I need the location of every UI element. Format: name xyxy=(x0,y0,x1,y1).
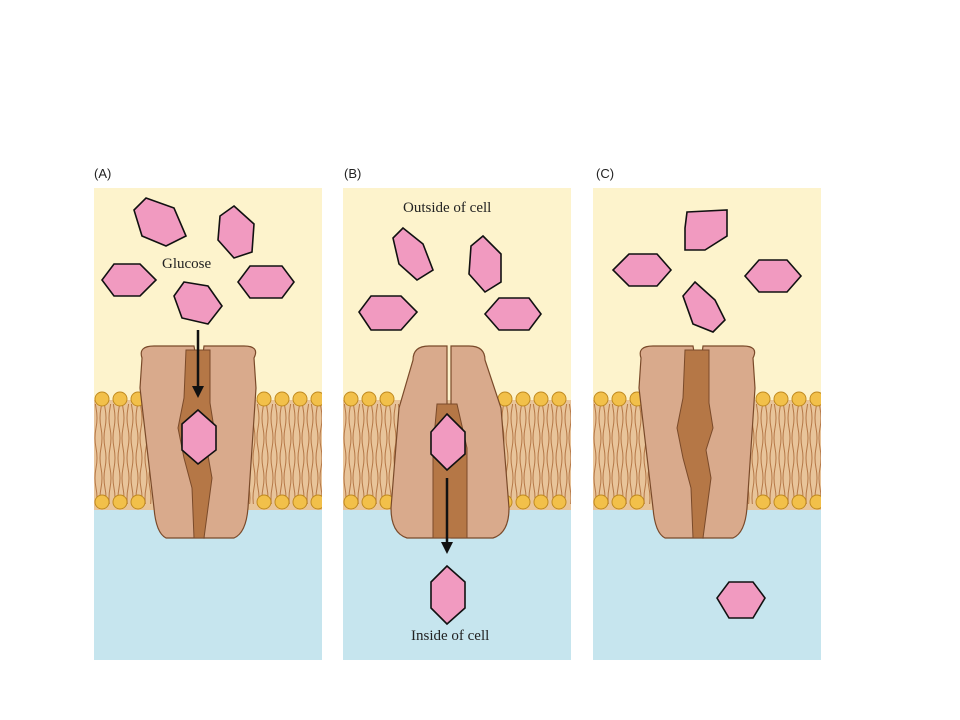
glucose-transporter xyxy=(139,345,257,539)
glucose-label: Glucose xyxy=(162,256,211,272)
outside-of-cell-label: Outside of cell xyxy=(403,200,491,216)
panel-label-b: (B) xyxy=(344,166,362,181)
glucose-molecules xyxy=(611,209,803,619)
arrow-head xyxy=(192,386,204,398)
panel-b: Outside of cell Inside of cell xyxy=(343,188,571,660)
panel-b-svg: Outside of cell Inside of cell xyxy=(343,188,571,660)
inside-of-cell-label: Inside of cell xyxy=(411,628,489,644)
panel-a: Glucose xyxy=(94,188,322,660)
panel-c-svg xyxy=(593,188,821,660)
glucose-molecules xyxy=(101,197,295,466)
arrow-head xyxy=(441,542,453,554)
panel-a-svg: Glucose xyxy=(94,188,322,660)
panel-c xyxy=(593,188,821,660)
panel-label-a: (A) xyxy=(94,166,112,181)
glucose-molecules xyxy=(358,226,542,626)
panel-label-c: (C) xyxy=(596,166,615,181)
glucose-transporter xyxy=(638,345,756,539)
